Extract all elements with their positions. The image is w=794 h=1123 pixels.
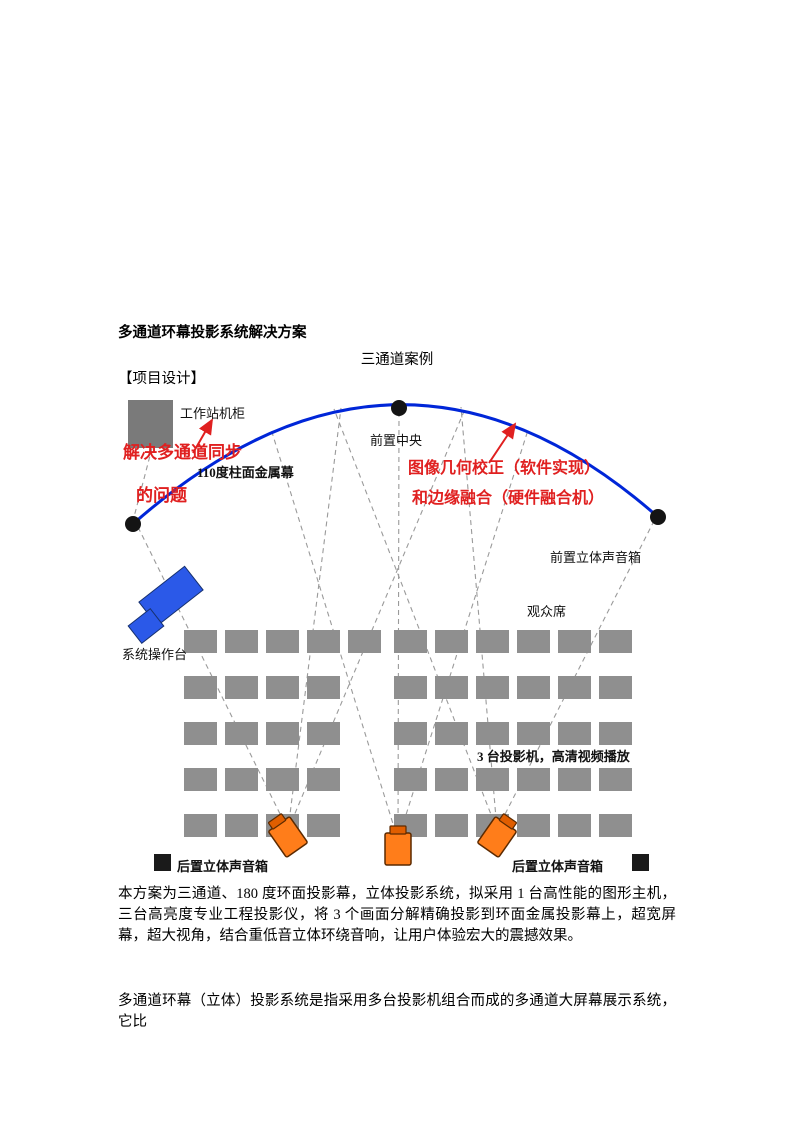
seat bbox=[307, 630, 340, 653]
seat bbox=[517, 676, 550, 699]
seat bbox=[225, 676, 258, 699]
seat bbox=[184, 768, 217, 791]
projector-center-icon bbox=[384, 825, 412, 866]
seat bbox=[558, 722, 591, 745]
seat bbox=[476, 722, 509, 745]
workstation-cabinet-icon bbox=[128, 400, 173, 448]
seat bbox=[558, 768, 591, 791]
front-center-speaker-dot bbox=[391, 400, 407, 416]
seat bbox=[225, 768, 258, 791]
seat bbox=[307, 814, 340, 837]
seat bbox=[599, 722, 632, 745]
seat bbox=[435, 722, 468, 745]
seat bbox=[476, 676, 509, 699]
seat bbox=[225, 722, 258, 745]
seat bbox=[435, 676, 468, 699]
sync-note-arrow bbox=[192, 418, 213, 454]
sync-note-line1: 解决多通道同步 bbox=[123, 443, 242, 462]
seat bbox=[266, 722, 299, 745]
body-paragraph-1: 本方案为三通道、180 度环面投影幕，立体投影系统，拟采用 1 台高性能的图形主… bbox=[118, 886, 676, 945]
correction-note-line1: 图像几何校正（软件实现） bbox=[408, 460, 601, 477]
seat bbox=[184, 814, 217, 837]
front-center-label: 前置中央 bbox=[370, 433, 423, 448]
projector-left-icon bbox=[268, 813, 308, 858]
seat bbox=[517, 630, 550, 653]
section-label: 【项目设计】 bbox=[118, 371, 205, 387]
seat bbox=[225, 630, 258, 653]
correction-note-line2: 和边缘融合（硬件融合机） bbox=[412, 490, 605, 507]
seat bbox=[435, 768, 468, 791]
sync-note-line2: 的问题 bbox=[136, 486, 187, 505]
seat bbox=[599, 630, 632, 653]
seat bbox=[307, 722, 340, 745]
seat bbox=[476, 630, 509, 653]
seat bbox=[394, 768, 427, 791]
projector-right-icon bbox=[477, 813, 517, 858]
seat bbox=[307, 768, 340, 791]
page-title: 多通道环幕投影系统解决方案 bbox=[118, 325, 307, 341]
projector-note-label: 3 台投影机，高清视频播放 bbox=[477, 749, 630, 764]
seat bbox=[558, 814, 591, 837]
seat bbox=[517, 722, 550, 745]
seat bbox=[558, 630, 591, 653]
seat bbox=[599, 768, 632, 791]
body-paragraph-2: 多通道环幕（立体）投影系统是指采用多台投影机组合而成的多通道大屏幕展示系统，它比 bbox=[118, 993, 676, 1031]
seat bbox=[266, 676, 299, 699]
rear-speaker-right-icon bbox=[632, 854, 649, 871]
seat bbox=[517, 768, 550, 791]
rear-speaker-left-icon bbox=[154, 854, 171, 871]
operator-console-icon bbox=[127, 565, 204, 644]
seat bbox=[266, 768, 299, 791]
seat bbox=[184, 630, 217, 653]
seat bbox=[476, 768, 509, 791]
workstation-label: 工作站机柜 bbox=[180, 406, 246, 421]
diagram-caption: 三通道案例 bbox=[360, 352, 434, 368]
front-speaker-label: 前置立体声音箱 bbox=[550, 550, 642, 565]
seat bbox=[394, 722, 427, 745]
seat bbox=[266, 630, 299, 653]
audience-label: 观众席 bbox=[527, 604, 567, 619]
rear-speaker-left-label: 后置立体声音箱 bbox=[177, 859, 269, 874]
seat bbox=[348, 630, 381, 653]
seat bbox=[184, 676, 217, 699]
seat bbox=[225, 814, 258, 837]
rear-speaker-right-label: 后置立体声音箱 bbox=[512, 859, 604, 874]
seat bbox=[307, 676, 340, 699]
seat bbox=[394, 630, 427, 653]
audience-seats bbox=[184, 630, 632, 837]
screen-label: 110度柱面金属幕 bbox=[197, 465, 294, 480]
correction-note-arrow bbox=[488, 422, 517, 464]
seat bbox=[599, 676, 632, 699]
seat bbox=[517, 814, 550, 837]
screen-right-end-dot bbox=[650, 509, 666, 525]
seat bbox=[394, 676, 427, 699]
seat bbox=[599, 814, 632, 837]
seat bbox=[435, 630, 468, 653]
seat bbox=[435, 814, 468, 837]
screen-left-end-dot bbox=[125, 516, 141, 532]
seat bbox=[558, 676, 591, 699]
console-label: 系统操作台 bbox=[122, 647, 188, 662]
seat bbox=[184, 722, 217, 745]
